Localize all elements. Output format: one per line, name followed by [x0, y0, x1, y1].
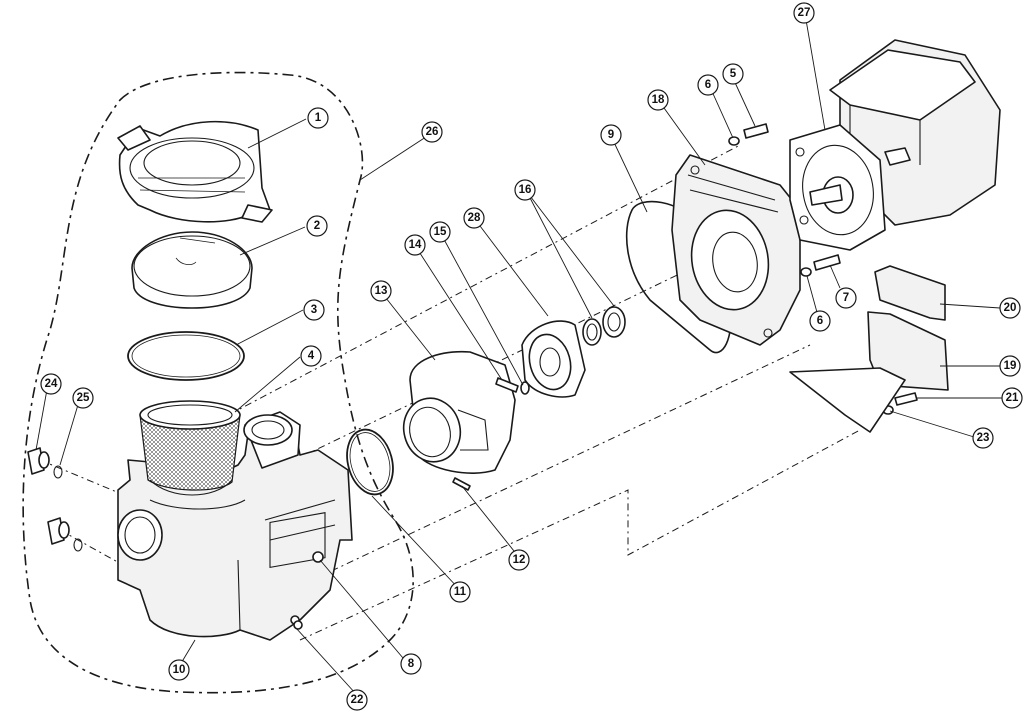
callout-24-label: 24: [45, 378, 58, 390]
callout-18: 18: [647, 89, 669, 111]
callout-18-label: 18: [652, 94, 665, 106]
callout-6-upper-label: 6: [705, 79, 711, 91]
shaft-seal: [582, 306, 626, 346]
drain-plug-upper: [27, 447, 50, 475]
seal-plate-o-ring: [625, 200, 732, 354]
leader-lines: [35, 13, 1002, 695]
callout-27: 27: [793, 2, 815, 24]
clamp-ring: [117, 120, 273, 223]
callout-2: 2: [306, 215, 328, 237]
callout-23-label: 23: [977, 432, 990, 444]
callout-9: 9: [600, 124, 622, 146]
callout-1-label: 1: [315, 112, 322, 124]
callout-19: 19: [999, 355, 1021, 377]
drain-plug-lower: [47, 517, 70, 545]
callout-13: 13: [370, 280, 392, 302]
callout-16-label: 16: [519, 184, 532, 196]
seal-plate: [671, 154, 801, 346]
kit-boundary: [22, 71, 414, 694]
strainer-lid: [131, 231, 253, 309]
callout-28-label: 28: [468, 212, 481, 224]
callout-10: 10: [168, 659, 190, 681]
callout-11: 11: [449, 581, 471, 603]
callout-13-label: 13: [375, 285, 388, 297]
callout-8-label: 8: [408, 658, 415, 670]
callout-5: 5: [722, 63, 744, 85]
base-rail: [789, 367, 906, 433]
callout-14-label: 14: [409, 239, 422, 251]
callout-19-label: 19: [1004, 360, 1017, 372]
callout-1: 1: [307, 107, 329, 129]
callout-10-label: 10: [173, 664, 186, 676]
callout-6-lower-label: 6: [817, 315, 823, 327]
callout-20: 20: [999, 297, 1021, 319]
callout-26-label: 26: [426, 126, 439, 138]
callout-16: 16: [514, 179, 536, 201]
callout-5-label: 5: [730, 68, 737, 80]
callout-24: 24: [40, 373, 62, 395]
motor-support: [874, 265, 946, 321]
motor: [789, 39, 1001, 251]
callout-22-label: 22: [351, 694, 364, 706]
diffuser-screw: [452, 477, 471, 491]
callout-7-label: 7: [843, 292, 849, 304]
callout-8: 8: [400, 653, 422, 675]
callout-11-label: 11: [454, 586, 467, 598]
pump-base: [867, 311, 949, 391]
callout-20-label: 20: [1004, 302, 1017, 314]
callout-23: 23: [972, 427, 994, 449]
callout-3-label: 3: [311, 304, 317, 316]
callout-2-label: 2: [314, 220, 320, 232]
drain-o-ring-upper: [53, 465, 63, 479]
callout-6-lower: 6: [809, 310, 831, 332]
callout-3: 3: [303, 299, 325, 321]
callout-4-label: 4: [308, 350, 315, 362]
callout-4: 4: [300, 345, 322, 367]
callout-28: 28: [463, 207, 485, 229]
callout-15: 15: [429, 221, 451, 243]
impeller-screw: [495, 377, 519, 393]
callout-27-label: 27: [798, 7, 811, 19]
callout-9-label: 9: [608, 129, 614, 141]
drain-o-ring-lower: [73, 538, 83, 552]
callout-15-label: 15: [434, 226, 447, 238]
base-bolt: [894, 392, 918, 406]
callout-21-label: 21: [1006, 392, 1019, 404]
washer-upper: [728, 136, 740, 146]
callout-26: 26: [421, 121, 443, 143]
callout-7: 7: [835, 287, 857, 309]
callout-22: 22: [346, 689, 368, 711]
washer-lower: [800, 267, 812, 277]
callout-14: 14: [404, 234, 426, 256]
diffuser: [402, 350, 516, 474]
strainer-basket: [139, 400, 241, 496]
callout-25: 25: [72, 387, 94, 409]
callout-25-label: 25: [77, 392, 90, 404]
bolt-lower: [813, 254, 841, 271]
bolt-upper: [743, 123, 769, 139]
callout-21: 21: [1001, 387, 1023, 409]
callout-12: 12: [508, 549, 530, 571]
lid-o-ring: [127, 331, 245, 381]
housing-plug: [293, 620, 303, 630]
impeller: [521, 320, 586, 398]
callout-6-upper: 6: [697, 74, 719, 96]
housing-o-ring: [346, 428, 394, 496]
callout-12-label: 12: [513, 554, 526, 566]
